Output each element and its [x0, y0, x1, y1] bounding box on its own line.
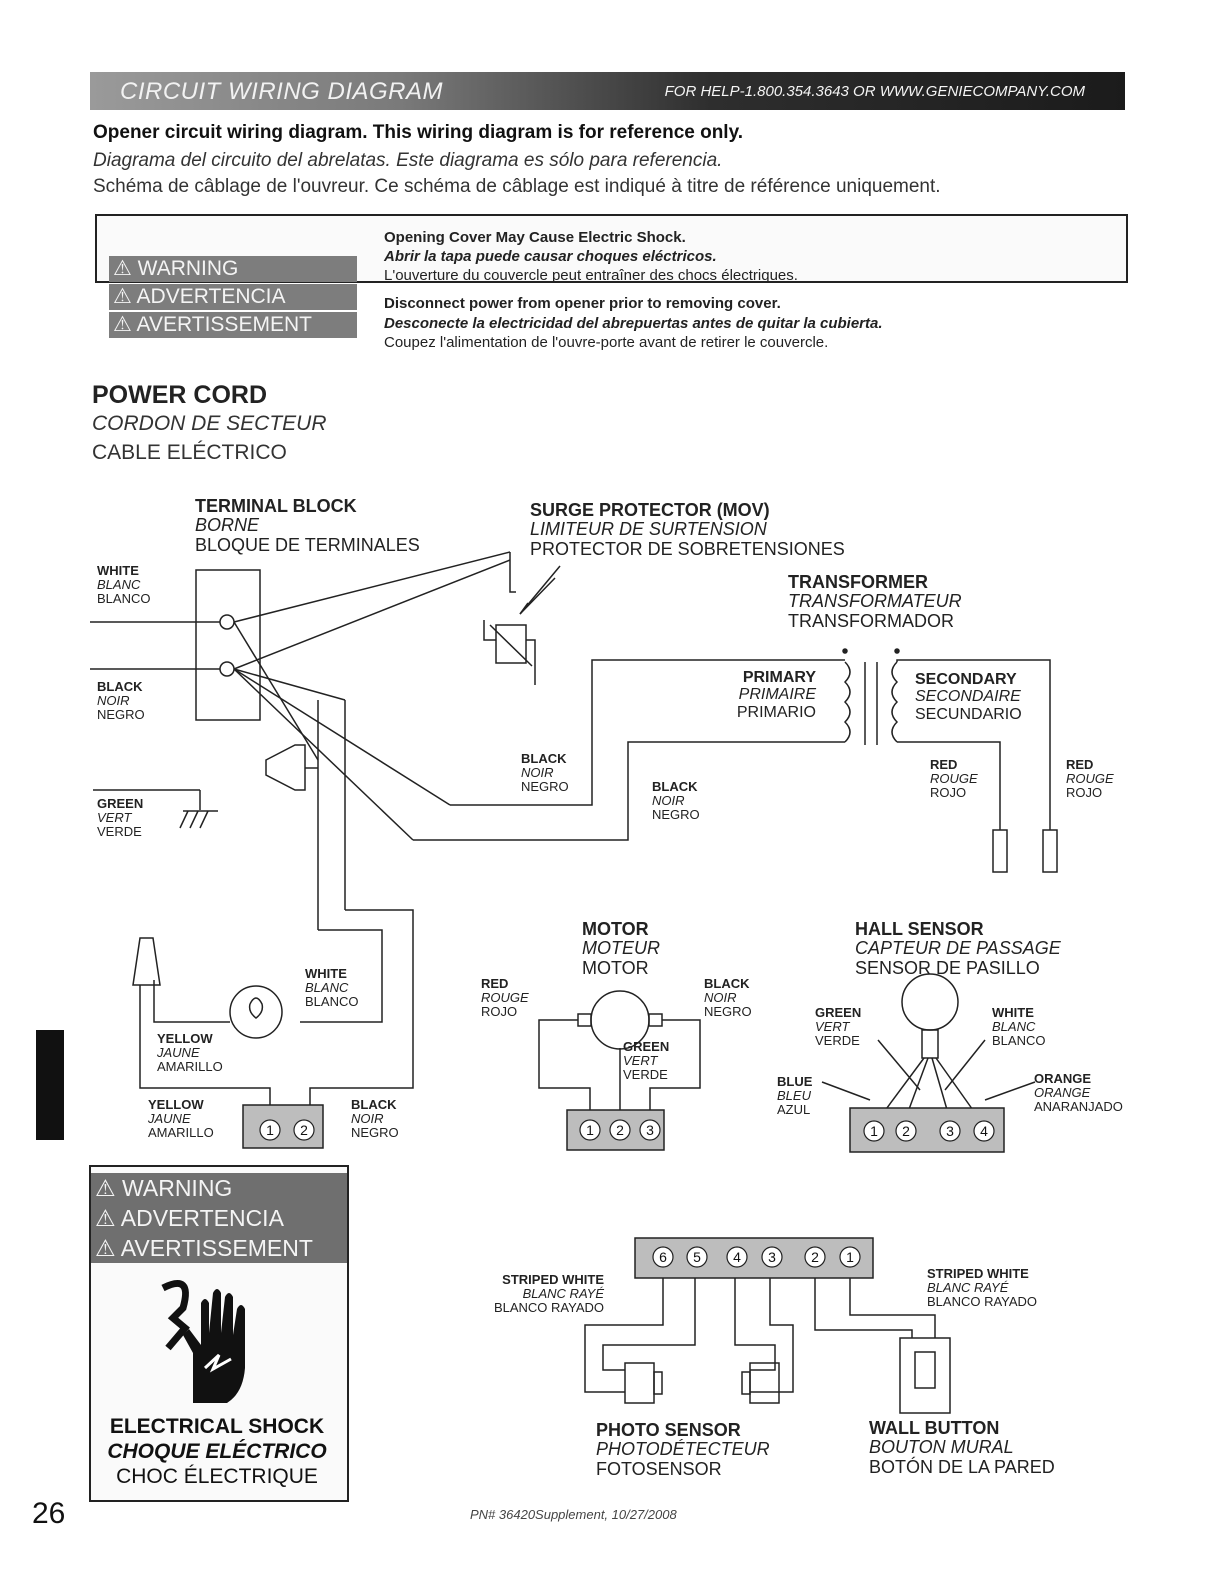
terminal-block-box [195, 569, 261, 721]
photo-sensor-1 [624, 1362, 655, 1404]
power-cord-es: CABLE ELÉCTRICO [92, 441, 287, 464]
warning-line2-fr: Coupez l'alimentation de l'ouvre-porte a… [384, 334, 829, 351]
tb-bus [634, 1237, 874, 1279]
wire-nut-1 [265, 744, 306, 791]
red-connector-2 [1042, 829, 1058, 873]
light-circle [229, 985, 283, 1039]
svg-text:4: 4 [980, 1123, 988, 1139]
page-number: 26 [32, 1497, 66, 1530]
part-number: PN# 36420Supplement, 10/27/2008 [470, 1507, 677, 1522]
warning-line2-es: Desconecte la electricidad del abrepuert… [384, 315, 883, 332]
header-bar: CIRCUIT WIRING DIAGRAM FOR HELP-1.800.35… [90, 72, 1125, 110]
warning-label-en: ⚠ WARNING [109, 256, 357, 282]
warning-line2-en: Disconnect power from opener prior to re… [384, 295, 781, 312]
intro-en: Opener circuit wiring diagram. This wiri… [93, 122, 744, 143]
power-cord-title: POWER CORD [92, 381, 267, 409]
shock-warning-panel: ⚠ WARNING ⚠ ADVERTENCIA ⚠ AVERTISSEMENT … [89, 1165, 349, 1502]
mov-body [495, 624, 527, 664]
shock-label-en: ⚠ WARNING [91, 1173, 347, 1203]
svg-text:3: 3 [946, 1123, 954, 1139]
wire-nut-2 [132, 937, 161, 986]
label-surge-protector: SURGE PROTECTOR (MOV)LIMITEUR DE SURTENS… [530, 500, 845, 559]
wall-button-box [899, 1337, 951, 1414]
warning-line1-es: Abrir la tapa puede causar choques eléct… [384, 248, 717, 265]
warning-box: ⚠ WARNING ⚠ ADVERTENCIA ⚠ AVERTISSEMENT [95, 214, 1128, 338]
header-help: FOR HELP-1.800.354.3643 OR WWW.GENIECOMP… [664, 83, 1085, 100]
shock-text-es: CHOQUE ELÉCTRICO [107, 1440, 327, 1463]
shock-label-es: ⚠ ADVERTENCIA [91, 1203, 347, 1233]
tb-left-1 [259, 1119, 281, 1141]
shock-text-fr: CHOC ÉLECTRIQUE [116, 1465, 318, 1488]
intro-fr: Schéma de câblage de l'ouvreur. Ce schém… [93, 176, 941, 197]
motor-tab-right [648, 1013, 663, 1027]
svg-text:2: 2 [300, 1122, 308, 1138]
hall-stem [921, 1029, 939, 1059]
svg-text:2: 2 [616, 1122, 624, 1138]
svg-text:1: 1 [586, 1122, 594, 1138]
warning-label-es: ⚠ ADVERTENCIA [109, 284, 357, 310]
power-cord-fr: CORDON DE SECTEUR [92, 412, 327, 435]
svg-text:2: 2 [811, 1249, 819, 1265]
svg-text:1: 1 [870, 1123, 878, 1139]
red-connector-1 [992, 829, 1008, 873]
svg-text:1: 1 [846, 1249, 854, 1265]
shock-label-fr: ⚠ AVERTISSEMENT [91, 1233, 347, 1263]
svg-text:1: 1 [266, 1122, 274, 1138]
svg-text:2: 2 [902, 1123, 910, 1139]
intro-es: Diagrama del circuito del abrelatas. Est… [93, 150, 723, 171]
tb-left-2 [293, 1119, 315, 1141]
terminal-screw-2 [219, 661, 235, 677]
electric-hand-icon [161, 1280, 245, 1403]
hall-circle [901, 973, 959, 1031]
shock-text-en: ELECTRICAL SHOCK [109, 1415, 325, 1438]
svg-text:4: 4 [733, 1249, 741, 1265]
svg-text:3: 3 [646, 1122, 654, 1138]
side-tab-bar [36, 1030, 64, 1140]
warning-label-fr: ⚠ AVERTISSEMENT [109, 312, 357, 338]
header-title: CIRCUIT WIRING DIAGRAM [120, 78, 443, 105]
warning-line1-fr: L'ouverture du couvercle peut entraîner … [384, 267, 798, 284]
terminal-screw-1 [219, 614, 235, 630]
svg-text:5: 5 [693, 1249, 701, 1265]
svg-text:6: 6 [659, 1249, 667, 1265]
motor-tab-left [577, 1013, 592, 1027]
warning-line1-en: Opening Cover May Cause Electric Shock. [384, 229, 686, 246]
svg-text:3: 3 [768, 1249, 776, 1265]
